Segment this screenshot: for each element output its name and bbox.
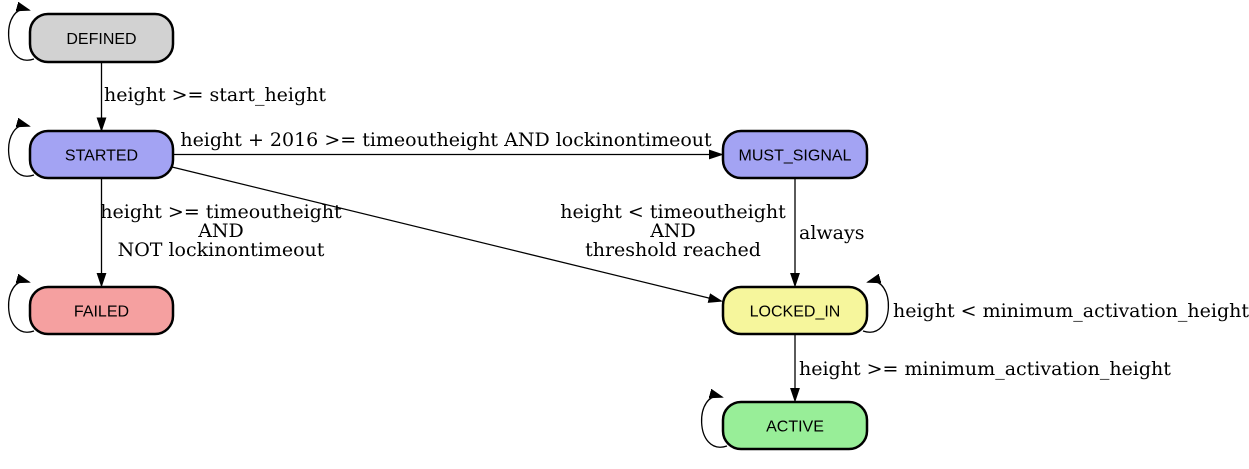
self-loop-defined xyxy=(7,9,35,61)
state-node-defined-label: DEFINED xyxy=(66,31,136,48)
state-node-started-box xyxy=(28,129,175,180)
state-node-started-label: STARTED xyxy=(65,148,138,165)
svg-text:height < timeoutheight: height < timeoutheight xyxy=(560,201,786,223)
svg-text:threshold reached: threshold reached xyxy=(585,239,761,261)
state-node-started: STARTED xyxy=(28,129,175,180)
state-node-locked-in-label: LOCKED_IN xyxy=(750,304,841,321)
svg-text:height >= timeoutheight: height >= timeoutheight xyxy=(100,201,342,223)
state-node-failed-label: FAILED xyxy=(74,304,129,321)
state-node-active-box xyxy=(721,400,869,451)
edge-label-started-to-locked-in: height < timeoutheight AND threshold rea… xyxy=(560,201,786,261)
state-node-locked-in: LOCKED_IN xyxy=(721,285,869,336)
state-node-active: ACTIVE xyxy=(721,400,869,451)
edge-label-started-to-must-signal: height + 2016 >= timeoutheight AND locki… xyxy=(180,129,712,151)
self-loop-started xyxy=(7,125,35,177)
edge-started-to-locked-in xyxy=(171,166,721,301)
edge-label-must-signal-to-locked-in: always xyxy=(799,222,864,244)
state-node-must-signal: MUST_SIGNAL xyxy=(721,129,869,180)
svg-text:AND: AND xyxy=(649,220,696,242)
edge-label-locked-in-to-active: height >= minimum_activation_height xyxy=(799,358,1171,380)
state-node-active-label: ACTIVE xyxy=(766,419,824,436)
self-loop-failed xyxy=(7,281,35,333)
svg-text:AND: AND xyxy=(197,220,244,242)
edge-label-started-to-failed: height >= timeoutheight AND NOT lockinon… xyxy=(100,201,342,261)
edge-label-locked-in-self-loop: height < minimum_activation_height xyxy=(893,300,1249,322)
svg-text:NOT lockinontimeout: NOT lockinontimeout xyxy=(118,239,325,261)
self-loop-active xyxy=(700,396,728,448)
state-node-defined: DEFINED xyxy=(28,12,175,64)
self-loop-locked-in xyxy=(862,281,890,333)
state-node-failed-box xyxy=(28,285,175,336)
edge-label-defined-to-started: height >= start_height xyxy=(104,84,326,106)
state-node-failed: FAILED xyxy=(28,285,175,336)
state-node-defined-box xyxy=(28,12,175,64)
state-node-must-signal-box xyxy=(721,129,869,180)
state-node-locked-in-box xyxy=(721,285,869,336)
state-node-must-signal-label: MUST_SIGNAL xyxy=(739,148,852,165)
